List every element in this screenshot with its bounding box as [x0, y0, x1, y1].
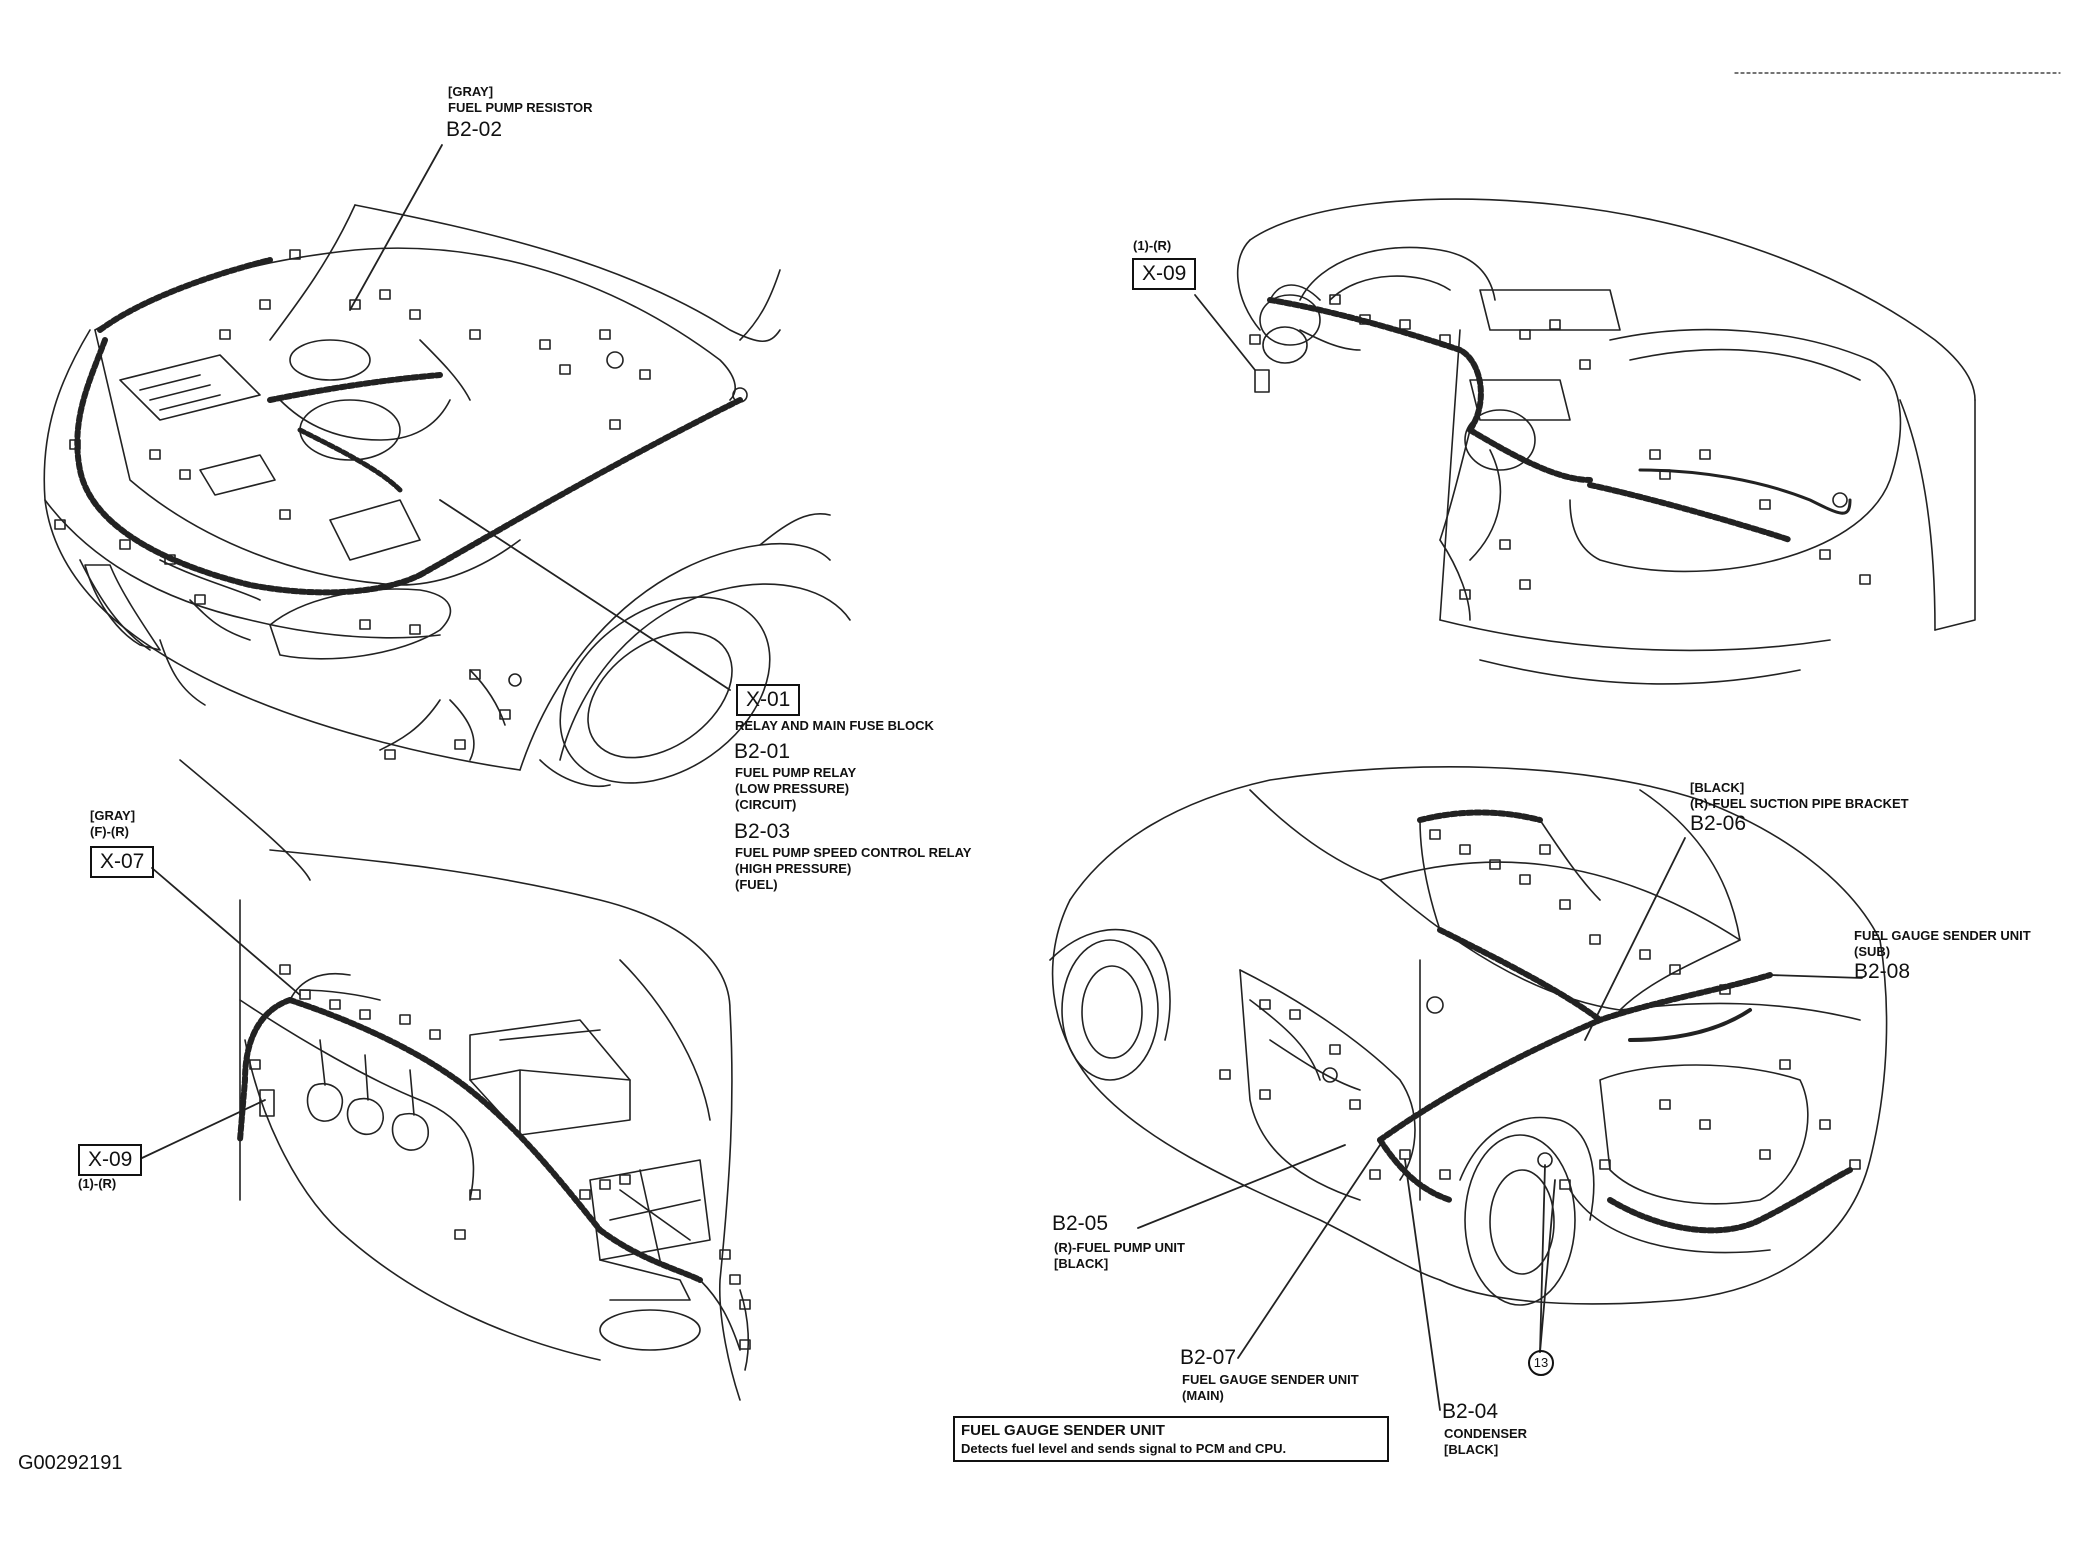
rear-car-view	[1049, 766, 1888, 1306]
figure-id: G00292191	[18, 1452, 123, 1474]
b2-06-color: [BLACK]	[1690, 780, 1745, 795]
b2-08-line2: (SUB)	[1854, 944, 1891, 959]
dashboard-view	[1236, 198, 1976, 685]
b2-06-name: (R)-FUEL SUCTION PIPE BRACKET	[1690, 796, 1909, 811]
note-text: Detects fuel level and sends signal to P…	[961, 1441, 1287, 1456]
b2-05-line1: (R)-FUEL PUMP UNIT	[1054, 1240, 1185, 1255]
b2-02-code: B2-02	[446, 118, 503, 141]
x-09-top-code: X-09	[1132, 258, 1197, 290]
b2-03-code: B2-03	[734, 820, 791, 843]
fuel-gauge-note: FUEL GAUGE SENDER UNIT Detects fuel leve…	[953, 1416, 1389, 1462]
b2-07-code: B2-07	[1180, 1346, 1237, 1369]
leader-lines	[141, 144, 1863, 1411]
b2-05-code: B2-05	[1052, 1212, 1109, 1235]
b2-01-line2: (LOW PRESSURE)	[735, 781, 850, 796]
b2-04-code: B2-04	[1442, 1400, 1499, 1423]
x-09-bottom-code: X-09	[78, 1144, 143, 1176]
b2-01-line3: (CIRCUIT)	[735, 797, 797, 812]
b2-04-line1: CONDENSER	[1444, 1426, 1528, 1441]
b2-02-color: [GRAY]	[448, 84, 494, 99]
x-07-pos: (F)-(R)	[90, 824, 129, 839]
b2-02-name: FUEL PUMP RESISTOR	[448, 100, 593, 115]
b2-08-code: B2-08	[1854, 960, 1911, 983]
b2-06-code: B2-06	[1690, 812, 1747, 835]
b2-01-code: B2-01	[734, 740, 791, 763]
x-07-color: [GRAY]	[90, 808, 136, 823]
note-title: FUEL GAUGE SENDER UNIT	[961, 1422, 1165, 1439]
b2-05-line2: [BLACK]	[1054, 1256, 1109, 1271]
b2-03-line2: (HIGH PRESSURE)	[735, 861, 852, 876]
b2-03-line3: (FUEL)	[735, 877, 778, 892]
x-01-name: RELAY AND MAIN FUSE BLOCK	[735, 718, 934, 733]
b2-07-line2: (MAIN)	[1182, 1388, 1224, 1403]
footwell-view	[179, 759, 751, 1401]
b2-03-line1: FUEL PUMP SPEED CONTROL RELAY	[735, 845, 972, 860]
ground-point-13: 13	[1528, 1350, 1554, 1376]
x-07-code: X-07	[90, 846, 155, 878]
x-09-bottom-pos: (1)-(R)	[78, 1176, 117, 1191]
b2-07-line1: FUEL GAUGE SENDER UNIT	[1182, 1372, 1359, 1387]
engine-bay-view	[43, 204, 851, 787]
b2-04-line2: [BLACK]	[1444, 1442, 1499, 1457]
x-01-code: X-01	[736, 684, 801, 716]
b2-01-line1: FUEL PUMP RELAY	[735, 765, 857, 780]
b2-08-line1: FUEL GAUGE SENDER UNIT	[1854, 928, 2031, 943]
x-09-top-pos: (1)-(R)	[1133, 238, 1172, 253]
